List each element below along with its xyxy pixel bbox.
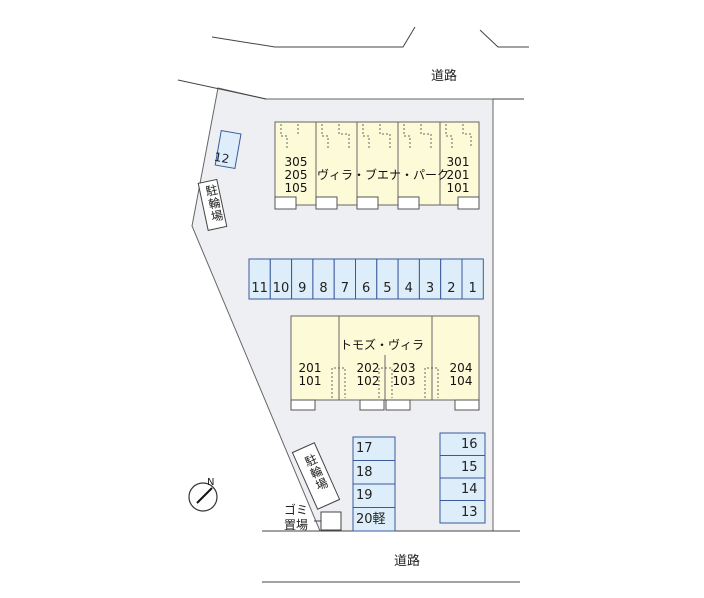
parking-space: [461, 258, 484, 300]
parking-space-label: 11: [251, 281, 268, 296]
building-a-name: ヴィラ・ブエナ・パーク: [317, 168, 450, 182]
parking-space-label: 18: [356, 464, 373, 480]
building-villa-buena-park: [274, 121, 480, 210]
parking-space-label: 2: [447, 281, 456, 296]
parking-space-label: 14: [461, 482, 478, 497]
building-b-room-2: 202 102: [356, 361, 380, 388]
bicycle-parking-lower-box: [291, 442, 341, 510]
parking-space-label: 20軽: [356, 511, 386, 527]
building-b-room-4: 204 104: [449, 361, 473, 388]
parking-row: [248, 258, 484, 300]
garbage-area-box: [320, 511, 342, 531]
building-tomozu-villa: [290, 315, 480, 411]
parking-space-label: 4: [404, 281, 413, 296]
north-arrow-icon: [188, 482, 218, 512]
bicycle-parking-upper-box: [197, 178, 228, 231]
top-road-edge: [479, 29, 529, 48]
parking-space-label: 1: [468, 281, 477, 296]
parking-right-column: [439, 432, 486, 524]
parking-left-column: [352, 436, 396, 532]
compass-north-label: N: [207, 477, 215, 488]
bottom-road-label: 道路: [394, 554, 421, 569]
parking-space-label: 3: [425, 281, 435, 296]
parking-space-label: 13: [461, 504, 478, 520]
top-road-edge: [177, 79, 267, 100]
building-b-room-3: 203 103: [392, 361, 416, 388]
parking-space-label: 17: [356, 441, 373, 456]
garbage-area-label: ゴミ 置場: [284, 503, 309, 532]
building-a-right-rooms: 301 201 101: [446, 155, 470, 195]
building-a-left-rooms: 305 205 105: [284, 155, 308, 195]
parking-space: [439, 500, 486, 524]
parking-space: [352, 507, 396, 532]
parking-space-label: 8: [319, 281, 328, 296]
top-road-label: 道路: [431, 69, 458, 84]
building-b-name: トモズ・ヴィラ: [340, 338, 425, 352]
parking-space-label: 16: [461, 437, 478, 452]
parking-space-label: 15: [461, 459, 478, 475]
parking-space-label: 9: [298, 281, 307, 296]
parking-space-label: 10: [272, 281, 290, 296]
parking-space-12-label: 12: [212, 149, 231, 167]
parking-space-12: [214, 129, 242, 170]
parking-space-label: 6: [362, 281, 371, 296]
parking-space-label: 7: [340, 281, 349, 296]
parking-space-label: 5: [383, 281, 392, 296]
building-b-room-1: 201 101: [298, 361, 322, 388]
parking-space-label: 19: [356, 488, 373, 503]
top-road-edge: [211, 26, 416, 48]
